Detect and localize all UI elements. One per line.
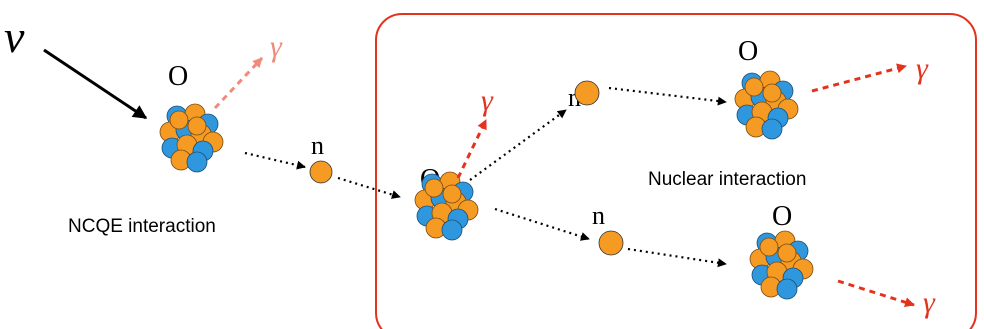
gamma-label-2: γ	[481, 84, 494, 117]
nuclear-interaction-box	[375, 13, 977, 329]
gamma-arrow-2	[456, 119, 488, 179]
oxygen-nucleus-1	[159, 103, 224, 173]
gamma-label-3: γ	[916, 52, 929, 85]
nuclear-label: Nuclear interaction	[648, 169, 806, 190]
neutrino-label: ν	[4, 11, 25, 62]
neutron-label-3: n	[592, 201, 605, 230]
oxygen-label-1: O	[168, 61, 188, 92]
gamma-arrow-1	[213, 56, 264, 110]
oxygen-nucleus-2	[414, 171, 479, 241]
neutron-path-5	[494, 207, 590, 241]
neutron-path-1	[244, 151, 306, 170]
oxygen-nucleus-3	[734, 70, 799, 140]
oxygen-label-3: O	[738, 36, 758, 67]
neutron-label-1: n	[311, 131, 324, 160]
ncqe-label: NCQE interaction	[68, 216, 216, 237]
gamma-arrow-4	[837, 279, 915, 308]
gamma-label-4: γ	[923, 286, 936, 319]
oxygen-nucleus-4	[749, 230, 814, 300]
gamma-arrow-3	[811, 63, 907, 93]
neutrino-arrow	[43, 48, 148, 120]
neutron-ball-3	[598, 230, 624, 256]
neutron-path-2	[337, 176, 401, 199]
oxygen-label-4: O	[772, 201, 792, 232]
gamma-label-1: γ	[270, 30, 283, 63]
neutron-ball-2	[574, 80, 600, 106]
neutron-path-4	[608, 86, 727, 106]
neutron-ball-1	[309, 160, 333, 184]
neutron-path-3	[469, 109, 567, 181]
neutron-path-6	[627, 247, 727, 268]
